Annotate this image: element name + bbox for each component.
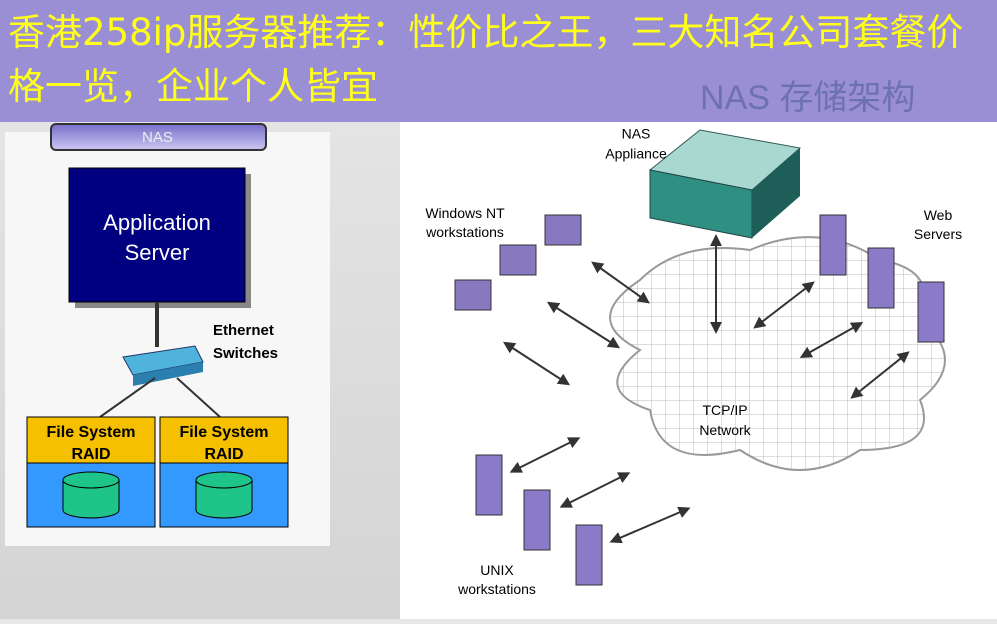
nas-label-2: Appliance <box>605 146 667 162</box>
web-server-icons <box>819 214 945 343</box>
storage-label-2: RAID <box>204 446 243 463</box>
overlay-title: 香港258ip服务器推荐：性价比之王，三大知名公司套餐价格一览，企业个人皆宜 <box>8 11 964 108</box>
storage-box: File System RAID <box>26 416 156 528</box>
windows-workstation-icons <box>454 214 582 311</box>
storage-box: File System RAID <box>159 416 289 528</box>
storage-label-1: File System <box>47 424 136 441</box>
nas-label-1: NAS <box>622 126 651 142</box>
unix-workstation-icons <box>475 454 603 586</box>
windows-label-1: Windows NT <box>425 205 505 221</box>
nas-appliance-icon <box>648 129 802 239</box>
tcp-ip-cloud <box>609 236 946 471</box>
nas-network-diagram: TCP/IP Network NAS Appliance Windows NT … <box>400 120 997 619</box>
server-label-2: Server <box>125 240 190 265</box>
switch-label-2: Switches <box>213 345 278 362</box>
application-server <box>68 167 246 303</box>
nas-local-diagram: Application Server Ethernet Switches Fil… <box>5 132 330 546</box>
web-label-1: Web <box>924 207 953 223</box>
link-left <box>99 377 156 418</box>
network-label-1: TCP/IP <box>702 402 747 418</box>
storage-label-1: File System <box>180 424 269 441</box>
nas-tab-label: NAS <box>142 129 173 146</box>
storage-label-2: RAID <box>71 446 110 463</box>
link-right <box>176 377 221 418</box>
web-label-2: Servers <box>914 226 962 242</box>
unix-label-2: workstations <box>457 581 536 597</box>
server-label-1: Application <box>103 210 211 235</box>
connection-arrows <box>502 234 910 544</box>
windows-label-2: workstations <box>425 224 504 240</box>
title-banner <box>0 0 997 122</box>
disk-icon <box>195 480 253 519</box>
switch-label-1: Ethernet <box>213 322 274 339</box>
slide-title: NAS 存储架构 <box>700 79 916 117</box>
disk-icon <box>62 480 120 519</box>
unix-label-1: UNIX <box>480 562 514 578</box>
network-label-2: Network <box>699 422 751 438</box>
nas-tab: NAS <box>50 123 267 151</box>
